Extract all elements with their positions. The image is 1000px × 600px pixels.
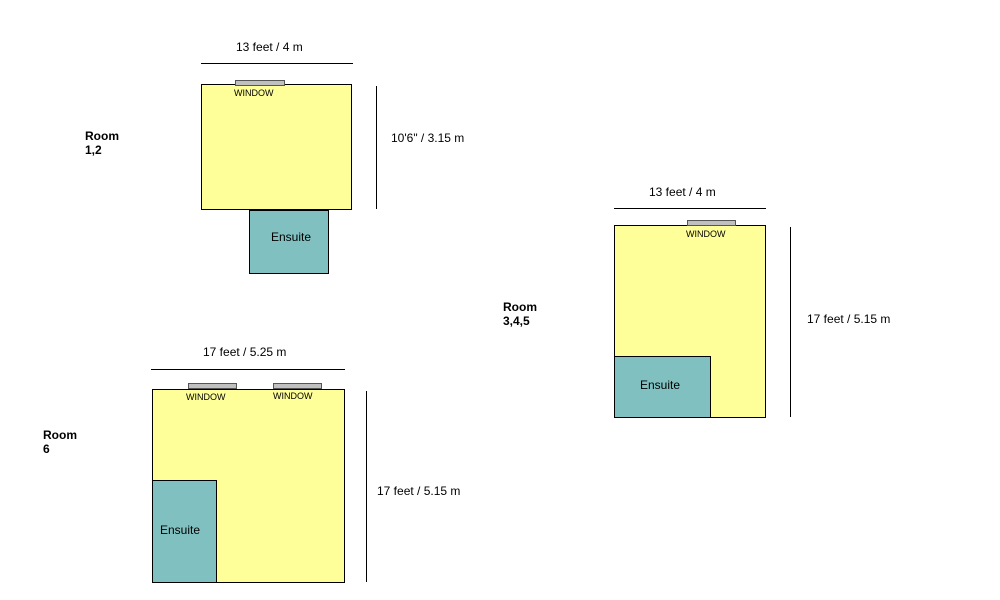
room-1-2-depth-dimension-line [376, 86, 377, 209]
room-3-4-5-ensuite: Ensuite [614, 356, 711, 418]
room-6-depth-dimension-line [366, 391, 367, 582]
room-1-2-floor [201, 84, 352, 210]
room-1-2-width-label: 13 feet / 4 m [236, 40, 303, 54]
room-1-2-width-dimension-line [201, 63, 353, 64]
room-1-2-label: Room 1,2 [85, 129, 119, 157]
room-3-4-5-depth-label: 17 feet / 5.15 m [807, 312, 891, 326]
room-6-ensuite-label: Ensuite [160, 523, 201, 537]
room-3-4-5-ensuite-label: Ensuite [640, 378, 681, 392]
room-3-4-5-label: Room 3,4,5 [503, 300, 537, 328]
room-1-2-depth-label: 10'6" / 3.15 m [391, 131, 465, 145]
room-6-depth-label: 17 feet / 5.15 m [377, 484, 461, 498]
room-6-window-2-label: WINDOW [273, 391, 313, 401]
room-6-window-1 [188, 383, 237, 389]
room-6-width-dimension-line [151, 369, 345, 370]
room-1-2-window-label: WINDOW [234, 88, 274, 98]
room-1-2-ensuite: Ensuite [249, 210, 329, 274]
room-3-4-5-window [687, 220, 736, 226]
room-3-4-5-width-label: 13 feet / 4 m [649, 185, 716, 199]
room-3-4-5-window-label: WINDOW [686, 229, 726, 239]
room-3-4-5-width-dimension-line [614, 208, 766, 209]
room-6-window-1-label: WINDOW [186, 392, 226, 402]
room-6-width-label: 17 feet / 5.25 m [203, 345, 287, 359]
room-3-4-5-depth-dimension-line [790, 227, 791, 417]
room-6-window-2 [273, 383, 322, 389]
room-1-2-ensuite-label: Ensuite [271, 230, 312, 244]
room-6-ensuite: Ensuite [152, 480, 217, 583]
room-6-label: Room 6 [43, 428, 77, 456]
room-1-2-window [235, 80, 285, 86]
